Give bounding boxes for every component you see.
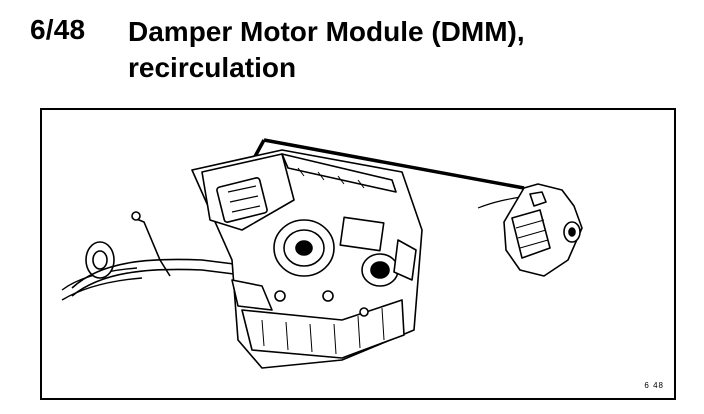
title-line-2: recirculation (128, 52, 297, 83)
figure-code: 6 48 (644, 381, 664, 390)
page-header: 6/48 Damper Motor Module (DMM), recircul… (0, 0, 704, 100)
hvac-unit-drawing (61, 149, 423, 369)
damper-motor-drawing (477, 183, 583, 277)
title-line-1: Damper Motor Module (DMM), (128, 16, 525, 47)
technical-illustration (61, 138, 583, 369)
page-title: Damper Motor Module (DMM), recirculation (128, 14, 525, 86)
reference-number: 6/48 (30, 14, 86, 45)
illustration-frame: 6 48 (40, 108, 676, 400)
